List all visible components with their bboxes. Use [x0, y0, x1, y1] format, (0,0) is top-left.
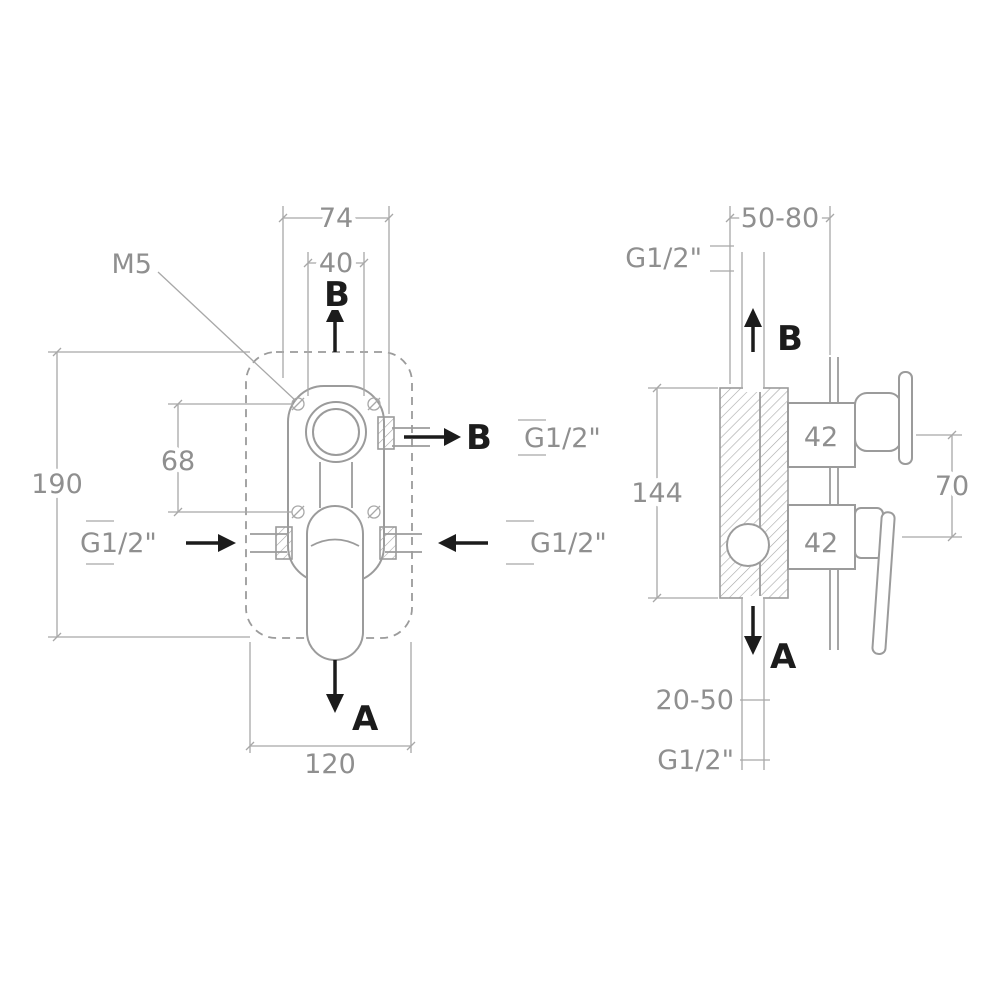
- union-outlet-right: [377, 416, 395, 450]
- dim-40-label: 40: [319, 248, 353, 279]
- inlet-port-circle: [726, 523, 770, 567]
- diverter-knob-side: [854, 371, 913, 465]
- union-inlet-right: [379, 526, 397, 560]
- lever-side: [854, 507, 896, 656]
- screw-mid-right: [367, 505, 381, 519]
- lever-collar: [310, 538, 360, 547]
- dim-50-80-group: [729, 206, 831, 384]
- dim-bottom-range-label: 20-50: [656, 685, 734, 716]
- fixing-screws: [291, 397, 381, 519]
- dim-74-group: [282, 206, 390, 414]
- dim-70-label: 70: [935, 471, 969, 502]
- front-view: 74 40 M5 B B G1/2" 68 190 G1/2" G1/2" A …: [27, 199, 612, 785]
- outlet-b-side-view-label: B: [777, 319, 803, 359]
- flow-arrow-inlet-right: [438, 534, 488, 552]
- dim-74-label: 74: [319, 203, 353, 234]
- union-inlet-left: [275, 526, 293, 560]
- dim-42-top-label: 42: [804, 422, 838, 453]
- pipe-opening-top: [743, 385, 763, 392]
- diverter-blade: [898, 371, 913, 465]
- dim-68-label: 68: [161, 446, 195, 477]
- pipe-unions: [275, 416, 397, 560]
- lever-handle: [306, 505, 364, 661]
- flow-arrow-a-down-side: [744, 606, 762, 655]
- dim-144-group: [648, 387, 718, 599]
- outlet-b-side-label: B: [466, 418, 492, 458]
- side-view: 50-80 G1/2" B 144 42 42 70 A 20-50 G1/2": [621, 199, 974, 781]
- flow-arrow-a-down: [326, 660, 344, 713]
- m5-leader-line: [157, 271, 297, 402]
- thread-inlet-right-label: G1/2": [530, 528, 607, 559]
- outlet-a-bottom-label: A: [352, 699, 379, 739]
- pipe-extension-lines: [741, 252, 765, 770]
- port-block-bottom: [787, 504, 856, 570]
- dim-42-bottom-label: 42: [804, 528, 838, 559]
- dim-40-group: [307, 252, 365, 396]
- dim-190-group: [48, 351, 250, 638]
- screw-top-right: [367, 397, 381, 411]
- thread-inlet-left-label: G1/2": [80, 528, 157, 559]
- flow-arrow-inlet-left: [186, 534, 236, 552]
- outlet-b-top-label: B: [324, 275, 350, 315]
- flow-arrow-b-right: [404, 428, 461, 446]
- outlet-a-side-view-label: A: [770, 637, 797, 677]
- pipe-stub-lines: [250, 427, 430, 553]
- dim-68-group: [168, 403, 292, 513]
- lever-blade: [871, 511, 896, 656]
- diverter-knob-inner: [312, 408, 360, 456]
- flow-arrow-b-up-side: [744, 308, 762, 352]
- thread-b-side-label: G1/2": [524, 423, 601, 454]
- thread-callout-ticks: [86, 419, 546, 565]
- flow-arrow-b-up: [326, 303, 344, 352]
- dim-190-label: 190: [31, 469, 83, 500]
- m5-label: M5: [112, 249, 152, 280]
- pipe-opening-bottom: [743, 596, 763, 603]
- thread-callout-ticks-side: [710, 245, 770, 761]
- dimension-ticks-side: [652, 213, 957, 603]
- thread-bottom-label: G1/2": [657, 745, 734, 776]
- dim-depth-range-label: 50-80: [741, 203, 819, 234]
- dim-144-label: 144: [631, 478, 683, 509]
- dim-120-group: [249, 642, 412, 753]
- dim-120-label: 120: [304, 749, 356, 780]
- dimension-ticks: [52, 213, 416, 751]
- thread-top-label: G1/2": [625, 243, 702, 274]
- wall-plate: [829, 357, 839, 650]
- valve-body-section: [719, 387, 789, 599]
